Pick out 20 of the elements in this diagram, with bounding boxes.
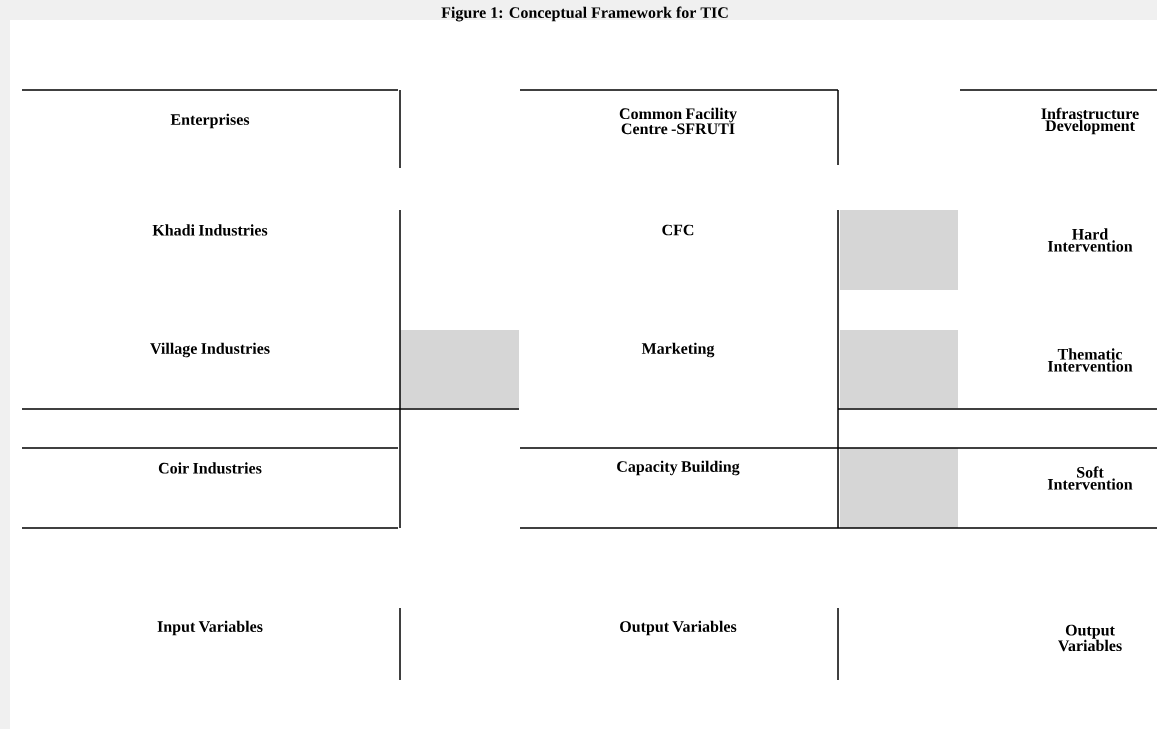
label: Coir Industries [158,462,262,474]
shaded-block [840,448,958,528]
label: Khadi Industries [152,224,268,236]
label: Common Facility Centre -SFRUTI [619,107,737,135]
label: Soft Intervention [1047,466,1133,490]
label: Enterprises [170,113,250,129]
label: Input Variables [157,620,263,636]
shaded-block [840,210,958,290]
shaded-block [840,330,958,408]
label: Marketing [641,342,715,358]
figure-title: Figure 1: Conceptual Framework for TIC [441,6,728,22]
label: Infrastructure Development [1041,107,1139,135]
label: Output Variables [1058,624,1122,652]
label: Thematic Intervention [1047,348,1133,372]
label: Output Variables [620,620,737,636]
label: CFC [662,224,694,236]
shaded-block [400,330,519,408]
label: Capacity Building [617,460,740,476]
label: Hard Intervention [1047,228,1133,252]
label: Village Industries [150,342,270,358]
